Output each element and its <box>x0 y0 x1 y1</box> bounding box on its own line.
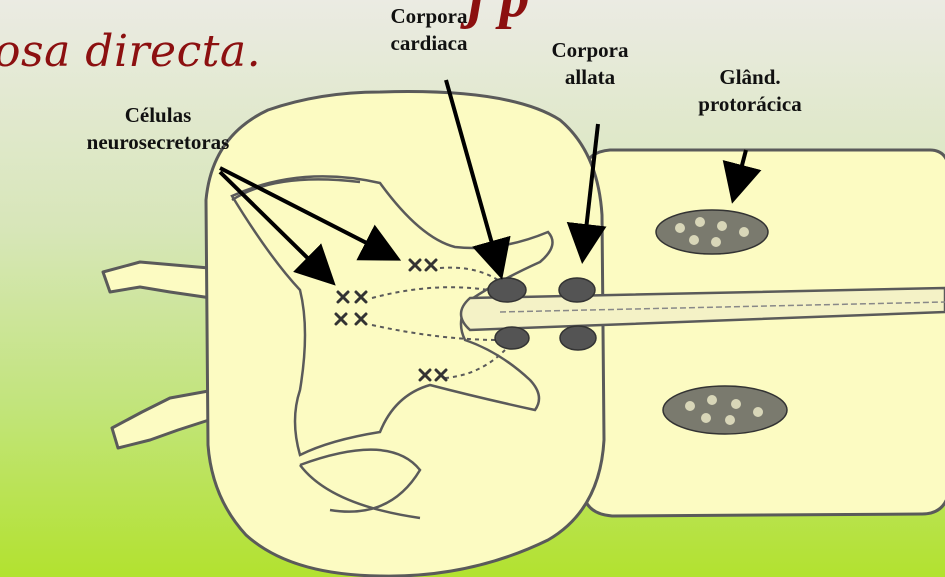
corpora-allata-lower <box>560 326 596 350</box>
prothoracic-gland-lower <box>663 386 787 434</box>
label-glandula-line2: protorácica <box>670 91 830 118</box>
corpora-cardiaca-lower <box>495 327 529 349</box>
label-celulas-line2: neurosecretoras <box>33 129 283 156</box>
label-allata-line1: Corpora <box>530 37 650 64</box>
label-cardiaca-line2: cardiaca <box>368 30 490 57</box>
prothoracic-gland-upper <box>656 210 768 254</box>
corpora-cardiaca-upper <box>488 278 526 302</box>
corpora-allata-upper <box>559 278 595 302</box>
thorax-outline <box>584 150 945 516</box>
label-cardiaca-line1: Corpora <box>368 3 490 30</box>
label-corpora-allata: Corpora allata <box>530 37 650 91</box>
label-celulas-neurosecretoras: Células neurosecretoras <box>33 102 283 156</box>
label-glandula-line1: Glând. <box>670 64 830 91</box>
label-celulas-line1: Células <box>33 102 283 129</box>
label-corpora-cardiaca: Corpora cardiaca <box>368 3 490 57</box>
head-capsule-outline <box>206 92 604 577</box>
label-glandula-protoracica: Glând. protorácica <box>670 64 830 118</box>
label-allata-line2: allata <box>530 64 650 91</box>
